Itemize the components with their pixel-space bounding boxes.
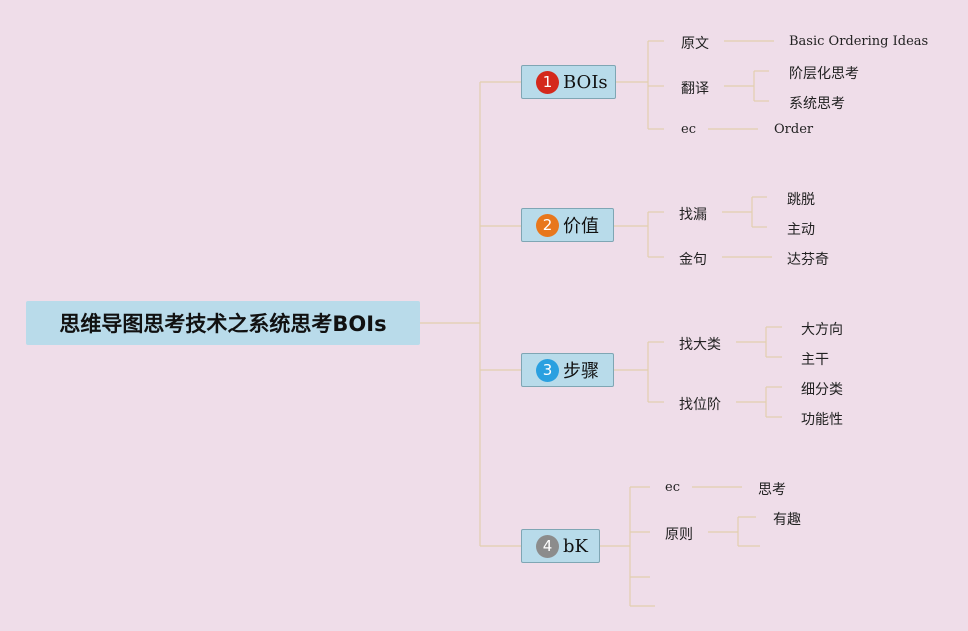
number-1-badge-icon: 1 xyxy=(536,70,559,94)
leaf-gongnengxing[interactable]: 功能性 xyxy=(801,412,843,428)
node-zhaolou[interactable]: 找漏 xyxy=(679,207,707,223)
leaf-dafenqi[interactable]: 达芬奇 xyxy=(787,252,829,268)
branch-label: 步骤 xyxy=(563,361,599,382)
leaf-basic-ordering-ideas[interactable]: Basic Ordering Ideas xyxy=(789,34,929,49)
node-zhaoweijie[interactable]: 找位阶 xyxy=(679,397,721,413)
branch-node-bois[interactable]: 1 BOIs xyxy=(521,65,616,99)
branch-label: BOIs xyxy=(563,71,608,93)
root-node[interactable]: 思维导图思考技术之系统思考BOIs xyxy=(26,301,420,345)
leaf-zhudong[interactable]: 主动 xyxy=(787,222,815,238)
leaf-xifenlei[interactable]: 细分类 xyxy=(801,382,843,398)
leaf-youqu[interactable]: 有趣 xyxy=(773,512,801,528)
node-yuanwen[interactable]: 原文 xyxy=(681,36,709,52)
leaf-sikao[interactable]: 思考 xyxy=(758,482,786,498)
branch-node-jiazhi[interactable]: 2 价值 xyxy=(521,208,614,242)
node-ec[interactable]: ec xyxy=(681,122,696,137)
number-2-badge-icon: 2 xyxy=(536,213,559,237)
number-3-badge-icon: 3 xyxy=(536,358,559,382)
leaf-dafangxiang[interactable]: 大方向 xyxy=(801,322,843,338)
node-fanyi[interactable]: 翻译 xyxy=(681,81,709,97)
leaf-jiecenghua-sikao[interactable]: 阶层化思考 xyxy=(789,66,859,82)
leaf-order[interactable]: Order xyxy=(774,122,814,137)
node-ec-2[interactable]: ec xyxy=(665,480,680,495)
leaf-tiaotuo[interactable]: 跳脱 xyxy=(787,192,815,208)
leaf-zhugan[interactable]: 主干 xyxy=(801,352,829,368)
number-4-badge-icon: 4 xyxy=(536,534,559,558)
branch-label: bK xyxy=(563,535,588,557)
node-jinju[interactable]: 金句 xyxy=(679,252,707,268)
node-yuanze[interactable]: 原则 xyxy=(665,527,693,543)
node-zhaodalei[interactable]: 找大类 xyxy=(679,337,721,353)
branch-label: 价值 xyxy=(563,216,599,237)
leaf-xitong-sikao[interactable]: 系统思考 xyxy=(789,96,845,112)
branch-node-buzhou[interactable]: 3 步骤 xyxy=(521,353,614,387)
branch-node-bk[interactable]: 4 bK xyxy=(521,529,600,563)
